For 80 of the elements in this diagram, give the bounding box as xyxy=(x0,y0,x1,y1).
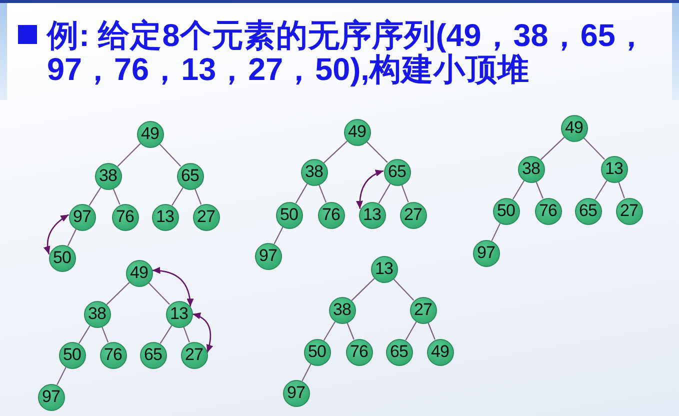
tree-node: 65 xyxy=(140,342,166,368)
edge-line xyxy=(158,143,182,167)
tree-node: 38 xyxy=(328,296,356,324)
curved-arrow xyxy=(192,312,213,353)
tree-node: 38 xyxy=(300,158,328,186)
edge-line xyxy=(302,364,312,382)
edge-line xyxy=(106,282,130,305)
edge-line xyxy=(117,143,141,167)
tree-node: 97 xyxy=(282,380,310,406)
curved-arrow xyxy=(356,170,384,209)
tree-node: 76 xyxy=(318,202,344,228)
edge-line xyxy=(583,137,605,160)
edge-line xyxy=(318,184,327,203)
edge-line xyxy=(324,140,348,164)
tree-node: 49 xyxy=(126,260,152,286)
edge-line xyxy=(194,188,202,205)
tree-node: 50 xyxy=(48,244,76,272)
tree-node: 76 xyxy=(346,338,372,366)
tree-node: 76 xyxy=(534,198,562,224)
edge-line xyxy=(594,180,608,200)
edge-line xyxy=(618,182,625,198)
tree-node: 13 xyxy=(166,300,192,328)
edge-line xyxy=(160,325,172,344)
tree-node: 49 xyxy=(344,118,370,146)
edge-line xyxy=(346,322,354,340)
edge-line xyxy=(405,321,417,341)
curved-arrow xyxy=(152,267,194,307)
tree-node: 49 xyxy=(426,338,454,366)
edge-line xyxy=(101,326,109,343)
tree-node: 38 xyxy=(84,300,110,328)
edge-line xyxy=(378,183,391,204)
tree-node: 38 xyxy=(518,156,544,182)
edge-line xyxy=(366,141,388,163)
edge-line xyxy=(392,278,414,301)
tree-node: 97 xyxy=(38,384,64,410)
tree-node: 13 xyxy=(358,202,386,228)
tree-node: 49 xyxy=(560,114,588,142)
edge-line xyxy=(183,326,190,342)
curved-arrow xyxy=(44,214,70,254)
tree-node: 50 xyxy=(58,342,86,368)
edge-line xyxy=(172,187,184,206)
edge-line xyxy=(401,184,409,203)
edge-line xyxy=(112,188,120,205)
tree-node: 49 xyxy=(136,120,164,148)
tree-node: 50 xyxy=(276,202,302,228)
edge-line xyxy=(323,321,336,341)
edge-line xyxy=(491,222,501,242)
edge-line xyxy=(428,322,436,340)
edge-line xyxy=(295,183,308,204)
tree-node: 27 xyxy=(192,204,220,230)
tree-node: 27 xyxy=(400,202,426,228)
tree-node: 76 xyxy=(100,342,126,368)
edge-line xyxy=(78,325,90,344)
edge-line xyxy=(148,282,170,305)
tree-node: 27 xyxy=(410,296,436,324)
edge-line xyxy=(274,226,284,244)
tree-node: 27 xyxy=(180,342,208,368)
tree-node: 50 xyxy=(304,338,330,366)
tree-node: 76 xyxy=(112,204,138,230)
edge-line xyxy=(56,366,66,386)
edge-line xyxy=(540,136,565,160)
tree-node: 38 xyxy=(94,162,122,190)
tree-node: 13 xyxy=(152,204,178,230)
edge-line xyxy=(351,278,375,301)
tree-node: 97 xyxy=(254,242,282,270)
tree-node: 65 xyxy=(384,158,410,186)
edge-line xyxy=(67,228,77,246)
tree-node: 97 xyxy=(68,204,96,230)
edge-line xyxy=(512,180,525,200)
tree-node: 65 xyxy=(386,338,412,366)
tree-node: 13 xyxy=(370,256,398,282)
tree-node: 27 xyxy=(616,198,642,224)
edge-line xyxy=(536,181,544,199)
title: 例: 给定8个元素的无序序列(49，38，65，97，76，13，27，50),构建小顶堆 xyxy=(47,18,648,86)
tree-node: 50 xyxy=(492,198,520,224)
tree-node: 65 xyxy=(176,162,204,190)
tree-node: 13 xyxy=(600,156,628,182)
tree-node: 65 xyxy=(574,198,602,224)
edge-line xyxy=(88,187,102,206)
tree-node: 97 xyxy=(472,240,500,266)
